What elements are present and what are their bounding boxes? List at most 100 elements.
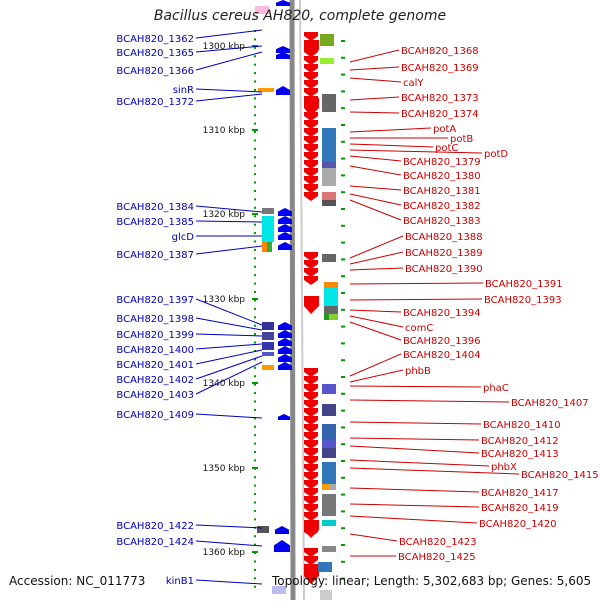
ruler-minor-tick — [254, 375, 256, 378]
right-gene-connector — [349, 459, 490, 467]
left-feature-block — [255, 6, 269, 14]
reverse-gene-arrow — [304, 252, 318, 261]
reverse-gene-arrow — [304, 32, 318, 41]
ruler-minor-tick — [254, 442, 256, 445]
right-gene-connector — [349, 309, 402, 313]
left-gene-label: BCAH820_1387 — [116, 250, 194, 261]
ruler-minor-tick — [254, 518, 256, 521]
left-gene-label: kinB1 — [166, 576, 194, 587]
ruler-minor-tick — [254, 476, 256, 479]
ruler-minor-tick — [254, 383, 256, 386]
right-feature-block — [320, 34, 334, 46]
ruler-minor-tick — [254, 265, 256, 268]
right-gene-connector — [349, 353, 402, 377]
forward-gene-arrow — [278, 362, 292, 370]
right-gene-connector — [349, 487, 480, 493]
forward-gene-arrow — [276, 86, 290, 95]
reverse-gene-arrow — [304, 144, 318, 153]
ruler-minor-tick — [254, 198, 256, 201]
reverse-gene-arrow — [304, 260, 318, 269]
ruler-minor-tick — [254, 105, 256, 108]
right-gene-connector — [349, 467, 520, 475]
ruler-minor-tick — [254, 291, 256, 294]
ruler-minor-tick — [254, 509, 256, 512]
forward-gene-arrow — [276, 0, 290, 6]
right-feature-block — [329, 314, 338, 320]
ruler-minor-tick — [254, 568, 256, 571]
ruler-minor-tick — [254, 88, 256, 91]
right-gene-connector — [349, 421, 482, 425]
ruler-minor-tick — [254, 72, 256, 75]
left-feature-block — [262, 208, 274, 214]
ruler-minor-tick — [254, 535, 256, 538]
right-gene-label: BCAH820_1423 — [399, 537, 477, 548]
right-gene-connector — [349, 165, 402, 176]
left-feature-block — [272, 586, 286, 594]
ruler-major-tick — [252, 45, 258, 47]
reverse-gene-arrow — [304, 56, 318, 65]
right-gene-label: BCAH820_1407 — [511, 398, 589, 409]
ruler-minor-tick — [254, 585, 256, 588]
ruler-minor-tick — [254, 417, 256, 420]
reverse-gene-arrow — [304, 456, 318, 465]
reverse-gene-arrow — [304, 276, 318, 285]
ruler-minor-tick — [254, 366, 256, 369]
left-gene-connector — [195, 333, 263, 337]
left-gene-connector — [195, 349, 263, 365]
ruler-minor-tick — [254, 358, 256, 361]
reverse-gene-arrow — [304, 168, 318, 177]
right-gene-label: BCAH820_1380 — [403, 171, 481, 182]
right-gene-label: potD — [484, 149, 508, 160]
left-gene-connector — [195, 413, 263, 419]
left-gene-connector — [195, 524, 263, 529]
right-feature-block — [322, 494, 336, 516]
right-gene-connector — [349, 437, 480, 441]
reverse-gene-arrow — [304, 184, 318, 193]
right-gene-label: BCAH820_1396 — [403, 336, 481, 347]
right-gene-connector — [349, 155, 402, 162]
left-gene-connector — [195, 51, 263, 71]
right-tick — [341, 124, 345, 126]
left-gene-label: BCAH820_1365 — [116, 48, 194, 59]
ruler-minor-tick — [254, 341, 256, 344]
reverse-gene-arrow — [304, 472, 318, 481]
right-gene-connector — [349, 533, 398, 542]
right-tick — [341, 174, 345, 177]
reverse-gene-arrow — [304, 136, 318, 145]
left-gene-label: BCAH820_1400 — [116, 345, 194, 356]
ruler-minor-tick — [254, 577, 256, 580]
genome-axis-line — [289, 0, 296, 601]
right-tick — [341, 493, 345, 496]
right-tick — [341, 409, 345, 412]
left-gene-connector — [195, 361, 263, 395]
left-feature-block — [262, 216, 274, 242]
right-gene-label: BCAH820_1393 — [484, 295, 562, 306]
reverse-gene-arrow — [304, 512, 318, 521]
ruler-minor-tick — [254, 114, 256, 117]
ruler-minor-tick — [254, 408, 256, 411]
right-gene-connector — [349, 149, 483, 154]
left-gene-label: BCAH820_1372 — [116, 97, 194, 108]
ruler-minor-tick — [254, 324, 256, 327]
right-tick — [341, 392, 345, 395]
left-gene-label: BCAH820_1385 — [116, 217, 194, 228]
right-feature-block — [329, 484, 336, 490]
left-gene-connector — [195, 298, 263, 326]
ruler-label: 1360 kbp — [203, 548, 246, 558]
axis-end-block — [320, 590, 332, 600]
right-tick — [341, 527, 345, 530]
genome-axis-shadow — [299, 0, 305, 601]
genome-axis — [289, 0, 332, 601]
ruler-minor-tick — [254, 274, 256, 277]
right-tick — [341, 376, 345, 378]
left-gene-label: glcD — [172, 232, 195, 243]
right-gene-label: BCAH820_1369 — [401, 63, 479, 74]
left-gene-label: BCAH820_1399 — [116, 330, 194, 341]
ruler-minor-tick — [254, 38, 256, 41]
forward-gene-arrow — [276, 46, 290, 53]
ruler-label: 1340 kbp — [203, 379, 246, 389]
ruler-minor-tick — [254, 349, 256, 352]
left-gene-label: BCAH820_1409 — [116, 410, 194, 421]
left-gene-label: BCAH820_1384 — [116, 202, 194, 213]
